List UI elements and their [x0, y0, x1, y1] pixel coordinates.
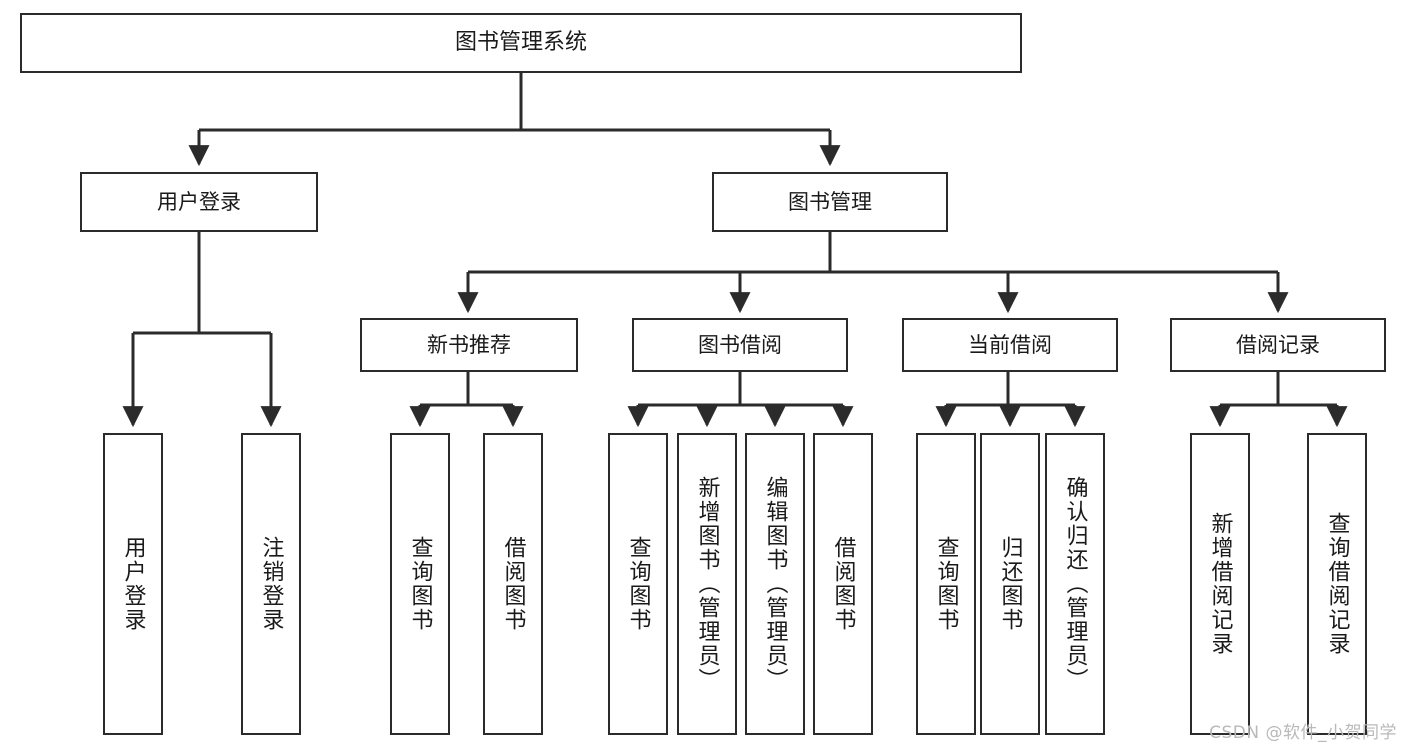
- node-new-book-recommend[interactable]: 新书推荐: [360, 318, 578, 372]
- node-leaf-borrow-book[interactable]: 借阅图书: [813, 433, 873, 735]
- node-leaf-return-book[interactable]: 归还图书: [980, 433, 1040, 735]
- node-label: 用户登录: [120, 536, 146, 632]
- node-label: 用户登录: [157, 189, 241, 214]
- node-root-book-management-system[interactable]: 图书管理系统: [20, 13, 1022, 73]
- node-label: 编辑图书（管理员）: [762, 476, 788, 692]
- node-label: 借阅记录: [1236, 332, 1320, 357]
- node-label: 图书借阅: [698, 332, 782, 357]
- node-label: 当前借阅: [968, 332, 1052, 357]
- node-label: 借阅图书: [500, 536, 526, 632]
- node-user-login[interactable]: 用户登录: [80, 172, 318, 232]
- node-label: 图书管理: [788, 189, 872, 214]
- node-leaf-add-book-admin[interactable]: 新增图书（管理员）: [677, 433, 737, 735]
- node-leaf-query-borrow-record[interactable]: 查询借阅记录: [1307, 433, 1367, 735]
- node-leaf-query-book-borrow[interactable]: 查询图书: [608, 433, 668, 735]
- node-borrow-record[interactable]: 借阅记录: [1170, 318, 1386, 372]
- node-label: 新书推荐: [427, 332, 511, 357]
- node-leaf-edit-book-admin[interactable]: 编辑图书（管理员）: [745, 433, 805, 735]
- node-book-borrow[interactable]: 图书借阅: [632, 318, 848, 372]
- node-leaf-add-borrow-record[interactable]: 新增借阅记录: [1190, 433, 1250, 735]
- node-label: 新增借阅记录: [1207, 512, 1233, 656]
- node-leaf-confirm-return-admin[interactable]: 确认归还（管理员）: [1045, 433, 1105, 735]
- csdn-watermark: CSDN @软件_小贺同学: [1209, 723, 1397, 743]
- node-current-borrow[interactable]: 当前借阅: [902, 318, 1118, 372]
- node-label: 新增图书（管理员）: [694, 476, 720, 692]
- node-label: 查询图书: [933, 536, 959, 632]
- node-label: 注销登录: [258, 536, 284, 632]
- node-leaf-user-login[interactable]: 用户登录: [103, 433, 163, 735]
- node-label: 确认归还（管理员）: [1062, 476, 1088, 692]
- node-label: 查询图书: [625, 536, 651, 632]
- node-label: 归还图书: [997, 536, 1023, 632]
- node-label: 查询借阅记录: [1324, 512, 1350, 656]
- node-label: 查询图书: [407, 536, 433, 632]
- node-label: 图书管理系统: [454, 30, 587, 56]
- node-book-manage[interactable]: 图书管理: [712, 172, 948, 232]
- node-leaf-query-book-recommend[interactable]: 查询图书: [390, 433, 450, 735]
- node-leaf-borrow-book-recommend[interactable]: 借阅图书: [483, 433, 543, 735]
- node-label: 借阅图书: [830, 536, 856, 632]
- node-leaf-query-book-current[interactable]: 查询图书: [916, 433, 976, 735]
- node-leaf-logout[interactable]: 注销登录: [241, 433, 301, 735]
